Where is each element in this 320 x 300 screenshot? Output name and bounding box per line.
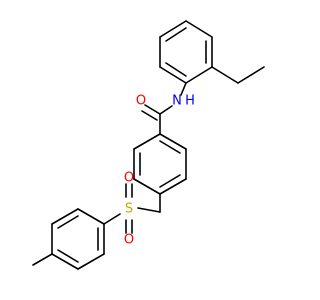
atom-labels: N H O S O O [124,94,195,248]
bond-ring2-inner-a [159,140,181,154]
bond-ring3-a [77,208,105,225]
bond-co-b [141,110,158,121]
bond-ring1-inner-c [165,62,187,77]
bond-ring1-d [185,66,213,84]
bond-ethyl-b [237,66,265,84]
bond-ring3-inner-b [57,249,79,263]
atom-label-amide-nitrogen: N [172,94,182,109]
bond-ring1-n [180,82,187,96]
bond-ch2-s [137,207,161,213]
bond-ring2-inner-b [159,174,181,188]
bond-methyl [32,253,53,266]
bond-ring1-b [185,20,213,38]
bond-ring1-inner-a [165,27,187,42]
bond-ring3-d [51,253,79,270]
atom-label-sulfonyl-oxygen-lower: O [124,233,134,248]
bond-ring1-a [159,20,187,38]
bond-ring2-a [159,133,187,150]
bond-ring2-d [133,178,161,195]
structure-svg: N H O S O O [32,20,265,270]
atom-label-sulfur: S [125,202,133,217]
bond-ring3-inner-a [57,215,79,229]
bond-s-ring3 [103,213,121,225]
atom-label-sulfonyl-oxygen-upper: O [124,171,134,186]
atom-label-amide-hydrogen: H [185,94,195,109]
bond-ring3-e [77,253,105,270]
bond-n-carbonyl [159,105,173,115]
molecule-diagram: N H O S O O [32,20,265,270]
bonds [32,20,265,270]
bond-co-a [144,104,161,115]
bond-ring2-c [159,178,187,195]
bond-ring1-e [159,66,187,84]
bond-ring2-f [133,133,161,150]
bond-ethyl-a [211,66,239,84]
atom-label-carbonyl-oxygen: O [136,94,146,109]
bond-ring3-b [51,208,79,225]
